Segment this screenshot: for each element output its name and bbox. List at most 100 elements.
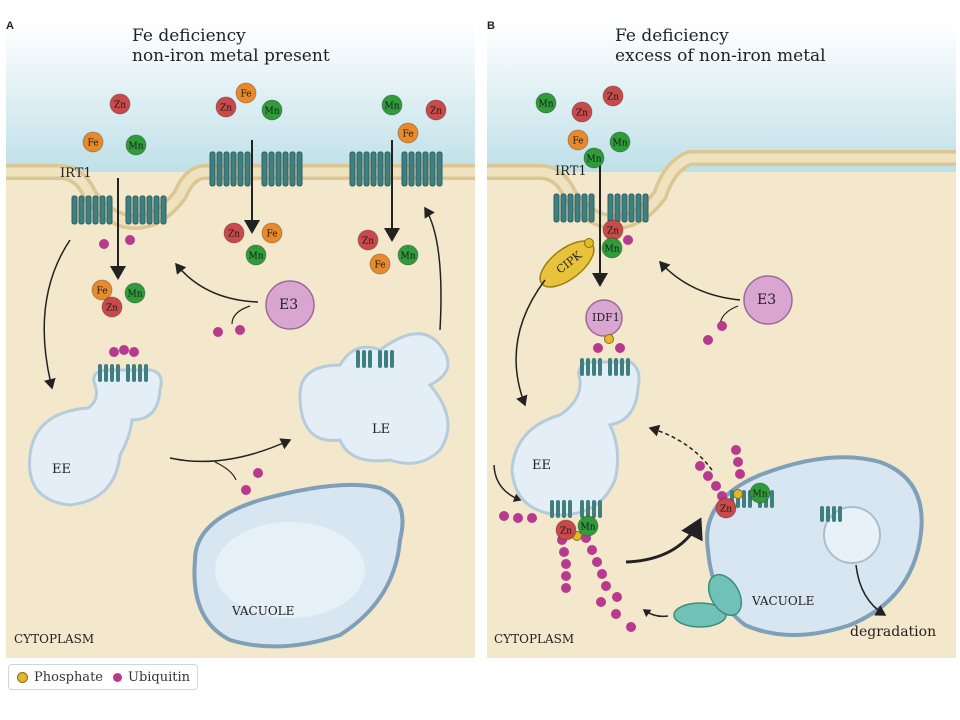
fe-ion-label: Fe <box>374 261 385 271</box>
legend-phosphate: Phosphate <box>34 669 103 685</box>
zn-ion <box>109 93 131 115</box>
ubiquitin <box>623 235 633 245</box>
irt1-on-le-a <box>356 350 394 368</box>
irt1-budding-b <box>550 500 602 518</box>
irt1-label-a: IRT1 <box>60 166 92 181</box>
mn-ion-label: Mn <box>127 290 142 300</box>
zn-ion <box>425 99 447 121</box>
phosphate-legend-icon <box>17 671 28 683</box>
late-endosome-a <box>298 332 450 465</box>
zn-ion-label: Zn <box>220 104 232 114</box>
e3-arrow-a <box>175 262 259 303</box>
mn-ion <box>749 482 771 504</box>
zn-ion <box>571 101 593 123</box>
panel-a <box>6 22 475 658</box>
mn-ion-label: Mn <box>248 252 263 262</box>
cytoplasm-label-b: CYTOPLASM <box>494 632 575 646</box>
mn-ion <box>397 244 419 266</box>
fe-ion-label: Fe <box>240 90 251 100</box>
mn-ion <box>583 147 605 169</box>
fe-ion-label: Fe <box>87 139 98 149</box>
transporter-2-a <box>209 151 303 187</box>
panel-letter-a: A <box>6 20 14 32</box>
mn-ion-label: Mn <box>538 100 553 110</box>
mn-ion <box>381 94 403 116</box>
zn-ion-label: Zn <box>607 227 619 237</box>
intraluminal-vesicle <box>823 506 881 564</box>
early-endosome-b <box>510 360 641 517</box>
ee-label-a: EE <box>52 462 71 477</box>
zn-ion <box>357 229 379 251</box>
fe-ion-label: Fe <box>572 137 583 147</box>
legend-ubiquitin: Ubiquitin <box>127 669 191 685</box>
phosphate <box>733 489 743 499</box>
mn-ion <box>535 92 557 114</box>
ubiquitin <box>129 347 139 357</box>
mn-ion-label: Mn <box>264 107 279 117</box>
endocytosis-arrow-b <box>515 279 546 407</box>
panel-a-title-line1: Fe deficiency <box>132 26 246 46</box>
ubiquitin <box>593 343 603 353</box>
fe-ion-label: Fe <box>96 287 107 297</box>
ubiquitin <box>513 513 523 523</box>
zn-ion <box>101 296 123 318</box>
fe-ion-label: Fe <box>402 130 413 140</box>
mn-ion-label: Mn <box>586 155 601 165</box>
ubiquitin <box>109 347 119 357</box>
to-vacuole-arrow <box>625 517 703 564</box>
zn-ion <box>555 519 577 541</box>
irt1-on-ee-b <box>580 358 630 376</box>
ubiquitin <box>241 485 251 495</box>
ubiquitin <box>253 468 263 478</box>
mn-ion <box>245 244 267 266</box>
fe-ion-label: Fe <box>266 230 277 240</box>
zn-ion-label: Zn <box>228 230 240 240</box>
panel-b-title-line1: Fe deficiency <box>615 26 729 46</box>
recycling-dashed-arrow <box>648 424 713 471</box>
phosphate <box>584 238 594 248</box>
zn-ion-label: Zn <box>114 101 126 111</box>
endocytosis-arrow-a <box>43 239 71 390</box>
mn-ion <box>261 99 283 121</box>
irt1-on-ee-a <box>98 364 148 382</box>
vacuole-label-b: VACUOLE <box>752 594 815 608</box>
ubiquitin-legend-icon <box>112 672 122 682</box>
zn-ion-label: Zn <box>720 505 732 515</box>
ubiquitin <box>717 321 727 331</box>
early-endosome-a <box>28 368 163 507</box>
degradation-arrow <box>855 564 887 616</box>
panel-b-title-line2: excess of non-iron metal <box>615 46 826 66</box>
ubiquitin <box>99 239 109 249</box>
escrt-protein <box>707 573 743 617</box>
polyubiquitin-chain-right <box>581 533 611 591</box>
panel-a-title-line2: non-iron metal present <box>132 46 330 66</box>
recycling-arrow-a <box>424 206 442 331</box>
panel-letter-b: B <box>487 20 495 32</box>
vacuole-label-a: VACUOLE <box>232 604 295 618</box>
fe-ion <box>397 122 419 144</box>
ubiquitin <box>119 345 129 355</box>
mn-ion <box>577 515 599 537</box>
zn-ion-label: Zn <box>607 93 619 103</box>
ubiquitin <box>499 511 509 521</box>
ee-to-le-arrow <box>169 438 292 463</box>
e3-ligase-a <box>265 280 315 330</box>
zn-ion <box>223 222 245 244</box>
zn-ion-label: Zn <box>362 237 374 247</box>
mn-ion <box>601 237 623 259</box>
e3-label-b: E3 <box>757 292 777 308</box>
fe-ion <box>91 279 113 301</box>
irt1-transporter-b <box>553 193 649 223</box>
fe-ion <box>235 82 257 104</box>
mn-ion-label: Mn <box>580 523 595 533</box>
irt1-transporter-a <box>71 195 167 225</box>
mn-ion <box>124 282 146 304</box>
mn-ion-label: Mn <box>612 139 627 149</box>
e3-label-a: E3 <box>279 297 299 313</box>
le-label-a: LE <box>372 422 391 437</box>
mn-ion-label: Mn <box>384 102 399 112</box>
ubiquitin <box>527 513 537 523</box>
